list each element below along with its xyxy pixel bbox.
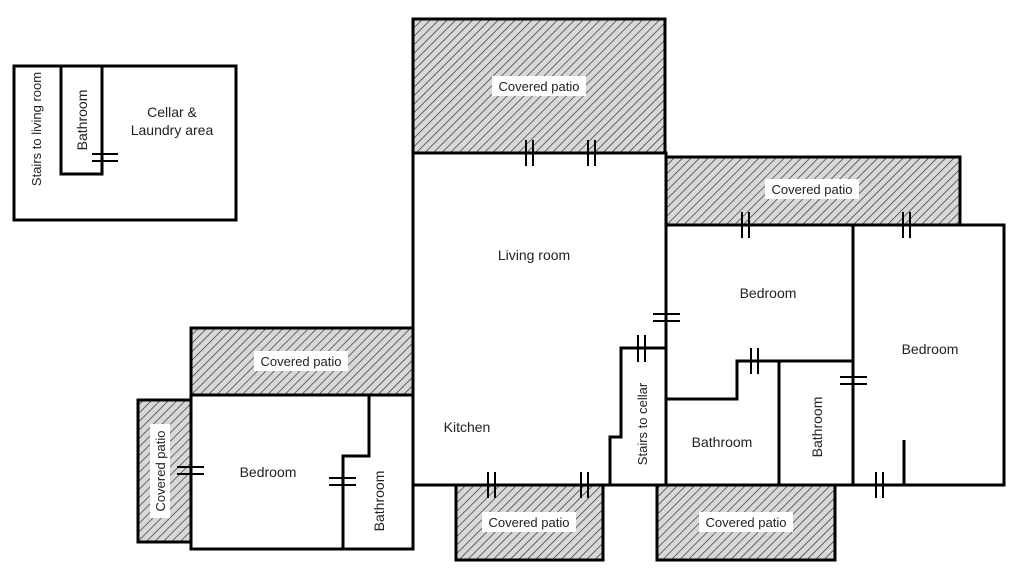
room-labels: Living room Kitchen Bedroom Bedroom Bedr… (240, 247, 959, 531)
cellar-bathroom-room (59, 64, 104, 176)
patio-bottom-mid-label: Covered patio (489, 515, 570, 530)
kitchen-label: Kitchen (444, 419, 491, 435)
living-kitchen-outline (411, 151, 668, 487)
stairs-to-cellar-wall (608, 346, 666, 485)
door-right-bedroom-patio (875, 472, 884, 498)
living-room-label: Living room (498, 247, 570, 263)
patio-left-label: Covered patio (261, 354, 342, 369)
bedroom-left-label: Bedroom (240, 464, 297, 480)
bedroom-center-label: Bedroom (740, 285, 797, 301)
center-bathroom-wall (666, 359, 853, 401)
cellar-label-line1: Cellar & (147, 104, 197, 120)
right-bedroom-outline (851, 223, 1006, 487)
door-kitchen-patio-2 (580, 472, 589, 498)
door-left-bedroom-patio (177, 466, 204, 475)
cellar-bathroom-label: Bathroom (74, 90, 90, 151)
patio-labels: Covered patio Covered patio Covered pati… (150, 76, 859, 532)
bathroom-left-label: Bathroom (371, 471, 387, 532)
stairs-to-cellar-label: Stairs to cellar (635, 382, 650, 465)
door-bedroom-patio-2 (902, 212, 911, 238)
door-right-bedroom (840, 376, 867, 385)
cellar-bathroom-door (92, 153, 118, 162)
door-left-bathroom (329, 477, 356, 486)
door-living-patio-1 (525, 140, 534, 166)
bedroom-right-label: Bedroom (902, 341, 959, 357)
left-block-outline (189, 393, 415, 551)
cellar-plan: Stairs to living room Bathroom Cellar & … (12, 64, 238, 222)
patio-left-vertical-label: Covered patio (153, 431, 168, 512)
patio-bottom-right-label: Covered patio (706, 515, 787, 530)
bathroom-center-label: Bathroom (692, 434, 753, 450)
left-bathroom-wall (341, 395, 371, 549)
door-stairs-cellar (637, 335, 646, 362)
cellar-label-line2: Laundry area (131, 122, 214, 138)
stairs-to-living-room-label: Stairs to living room (29, 72, 44, 186)
cellar-outline (12, 64, 238, 222)
doors (177, 140, 911, 498)
door-living-patio-2 (587, 140, 596, 166)
patio-top-label: Covered patio (499, 79, 580, 94)
door-living-bedroom (653, 313, 680, 322)
patio-right-top-label: Covered patio (772, 182, 853, 197)
door-kitchen-patio-1 (487, 472, 496, 498)
main-floor-walls (189, 151, 1006, 551)
door-bedroom-patio-1 (741, 212, 750, 238)
bathroom-small-label: Bathroom (809, 397, 825, 458)
door-center-bathroom (750, 348, 759, 374)
